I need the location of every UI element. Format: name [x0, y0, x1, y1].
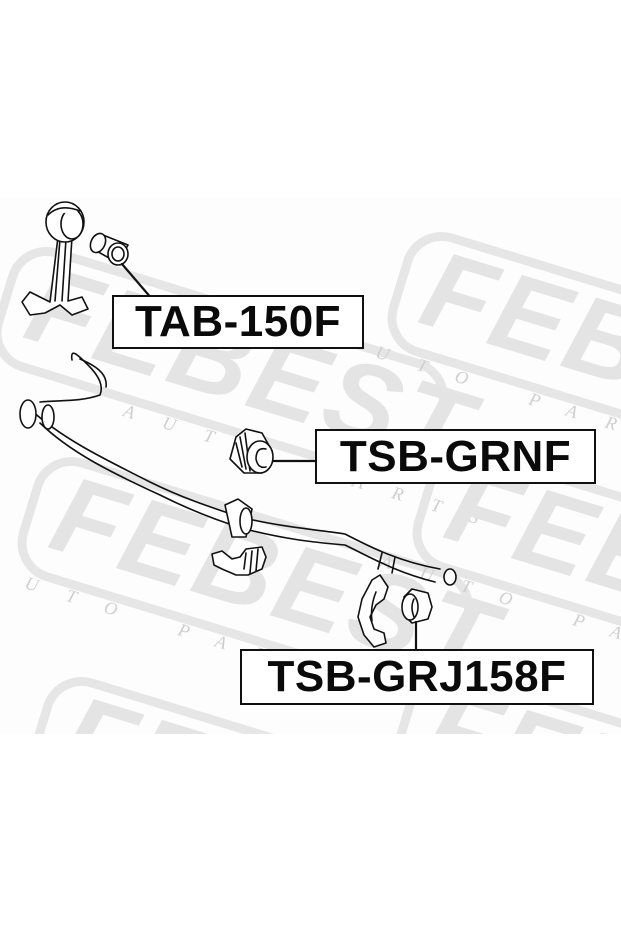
- part-number-text: TSB-GRNF: [339, 431, 572, 481]
- bar-bushing-drawing: [229, 428, 274, 474]
- part-number-text: TAB-150F: [134, 297, 342, 346]
- part-label-tsb-grnf[interactable]: TSB-GRNF: [315, 429, 596, 484]
- bracket-right-drawing: [357, 574, 389, 648]
- parts-diagram: FEBEST AUTO PARTS FEBEST AUTO PARTS FEBE…: [0, 197, 621, 734]
- stabilizer-bar-drawing: [19, 352, 457, 586]
- parts-line-art: [19, 201, 457, 653]
- link-bushing-drawing: [89, 232, 129, 266]
- leader-line-tab-150f: [120, 262, 154, 301]
- bushing-right-drawing: [401, 588, 433, 624]
- bracket-left-drawing: [211, 546, 267, 576]
- part-label-tsb-grj158f[interactable]: TSB-GRJ158F: [240, 649, 594, 705]
- stabilizer-link-drawing: [21, 201, 89, 316]
- part-label-tab-150f[interactable]: TAB-150F: [112, 295, 364, 349]
- part-number-text: TSB-GRJ158F: [267, 652, 567, 701]
